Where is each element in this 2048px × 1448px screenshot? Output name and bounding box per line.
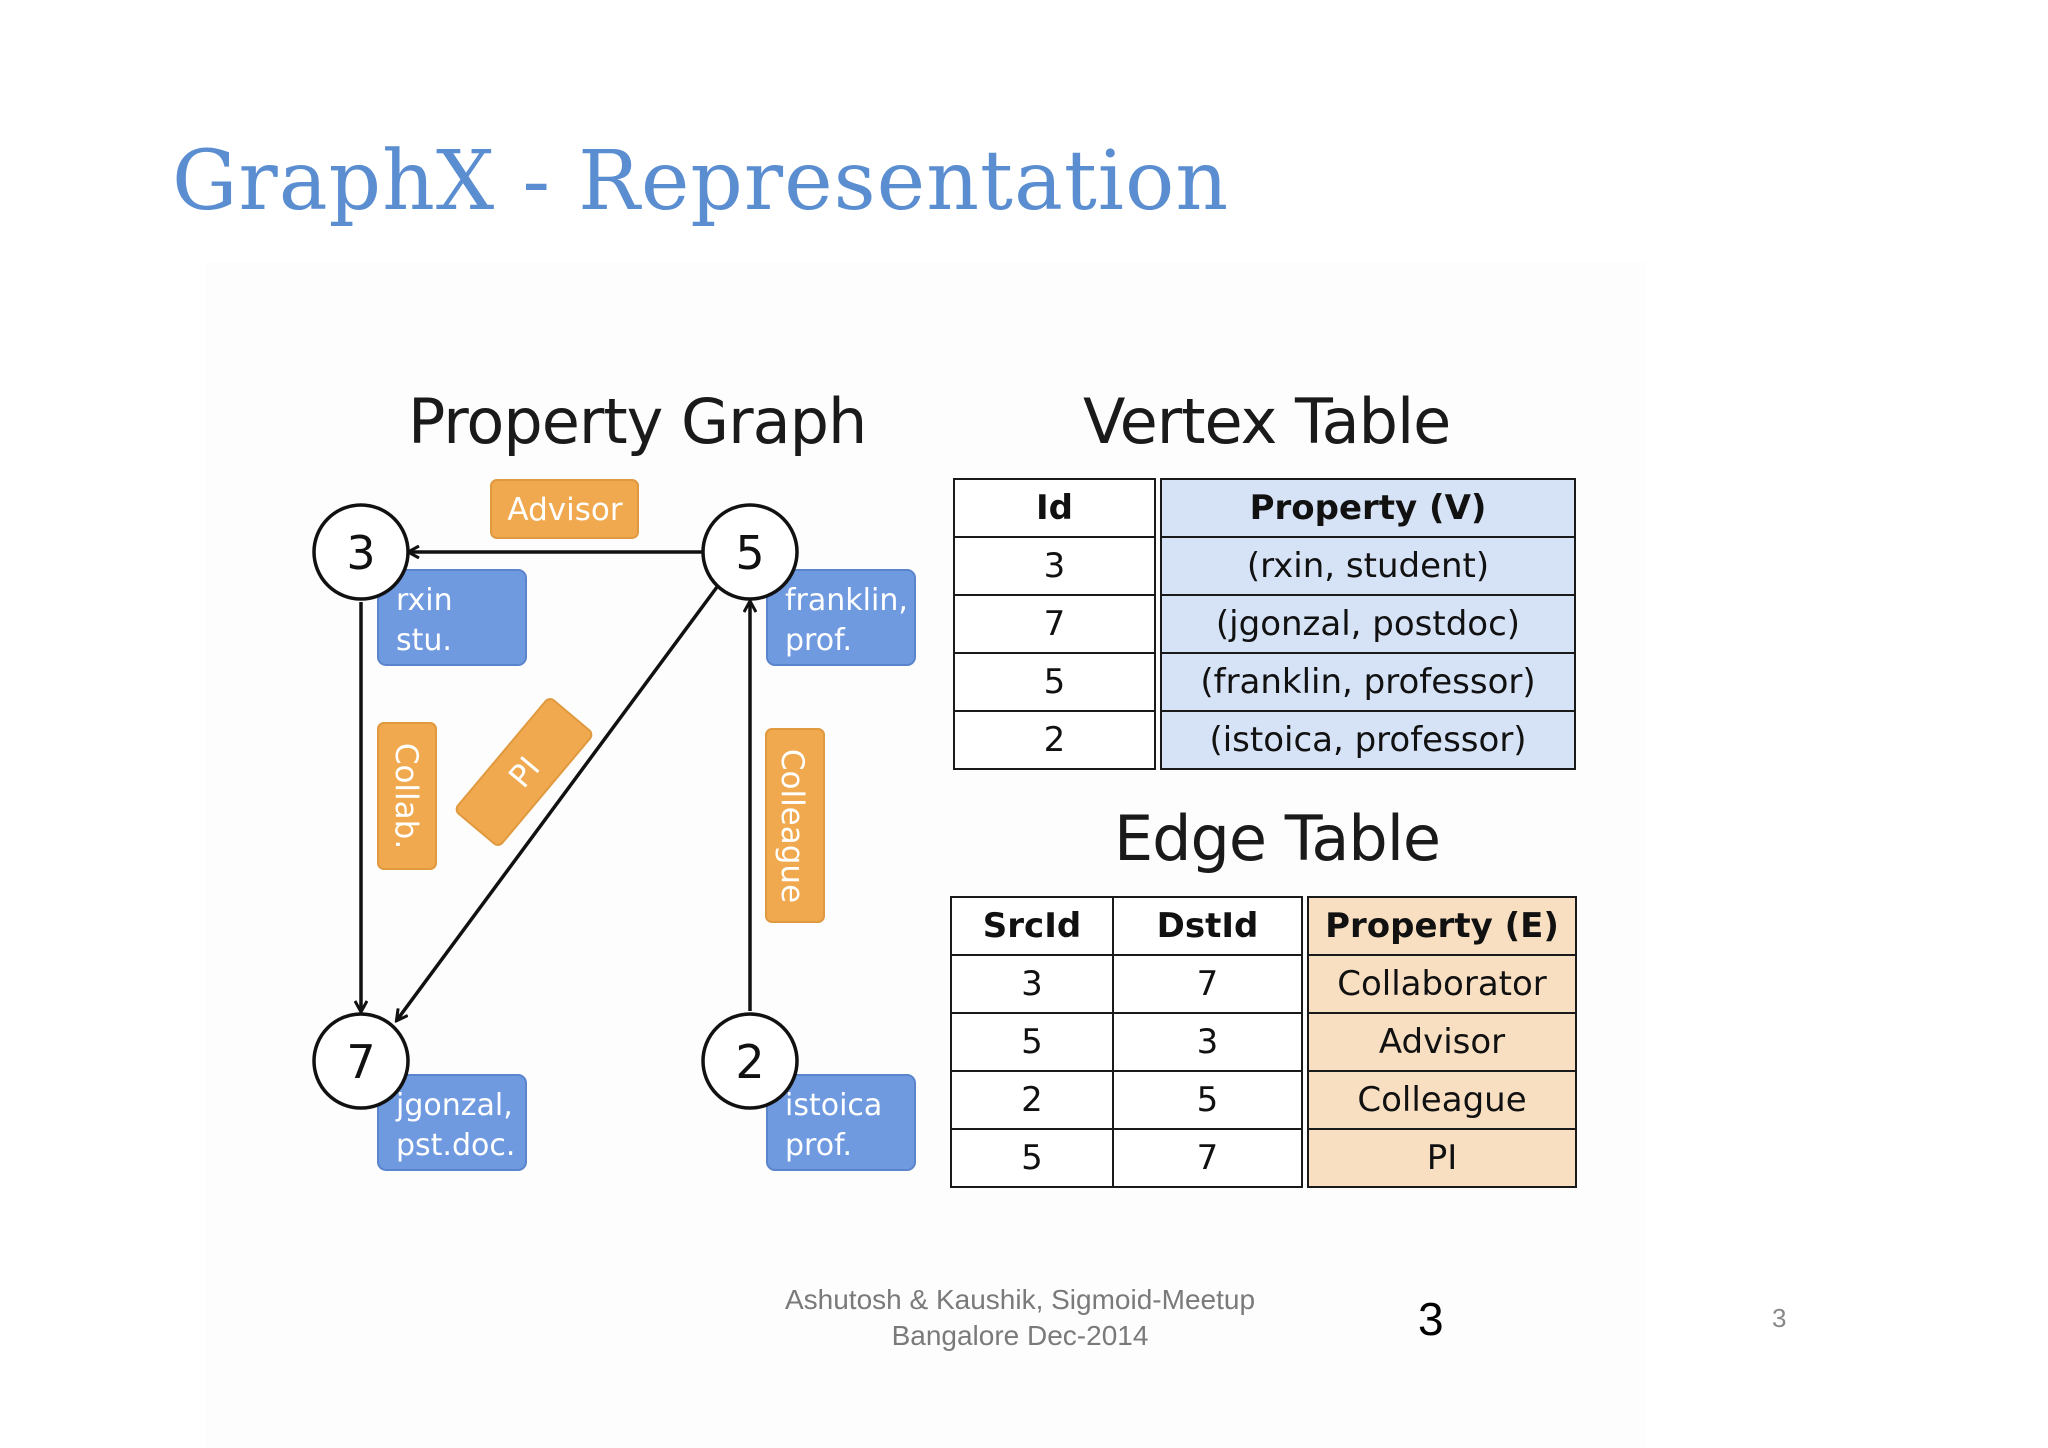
svg-text:franklin,: franklin, [785, 583, 908, 618]
vertex-property-7: jgonzal, pst.doc. [377, 1074, 527, 1171]
edge-label-collab: Collab. [377, 722, 437, 870]
edge-table: SrcId DstId Property (E) 3 7 Collaborato… [950, 896, 1577, 1188]
edge-src-cell: 5 [950, 1012, 1114, 1072]
edge-table-header-dstid: DstId [1112, 896, 1303, 956]
vertex-table-heading: Vertex Table [1083, 385, 1451, 458]
svg-text:rxin: rxin [396, 583, 453, 618]
footer-credit: Ashutosh & Kaushik, Sigmoid-Meetup Banga… [720, 1282, 1320, 1354]
table-row: 5 (franklin, professor) [953, 652, 1576, 712]
edge-src-cell: 2 [950, 1070, 1114, 1130]
vertex-5: 5 [701, 503, 799, 601]
table-row: 7 (jgonzal, postdoc) [953, 594, 1576, 654]
vertex-property-cell: (jgonzal, postdoc) [1160, 594, 1576, 654]
property-graph-heading: Property Graph [408, 385, 867, 458]
edge-table-heading: Edge Table [1114, 802, 1441, 875]
vertex-7: 7 [312, 1012, 410, 1110]
svg-text:5: 5 [735, 526, 764, 580]
vertex-table-header-id: Id [953, 478, 1156, 538]
edge-dst-cell: 7 [1112, 1128, 1303, 1188]
svg-text:istoica: istoica [785, 1088, 882, 1123]
edge-src-cell: 5 [950, 1128, 1114, 1188]
vertex-property-5: franklin, prof. [766, 569, 916, 666]
vertex-id-cell: 7 [953, 594, 1156, 654]
table-row: 3 (rxin, student) [953, 536, 1576, 596]
footer-credit-line2: Bangalore Dec-2014 [891, 1320, 1149, 1351]
vertex-3: 3 [312, 503, 410, 601]
svg-text:stu.: stu. [396, 623, 452, 658]
edge-dst-cell: 3 [1112, 1012, 1303, 1072]
diagram-panel [205, 262, 1645, 1448]
svg-text:pst.doc.: pst.doc. [396, 1128, 515, 1163]
svg-text:prof.: prof. [785, 623, 852, 658]
page-number-small: 3 [1772, 1303, 1787, 1333]
svg-text:Collab.: Collab. [388, 743, 424, 849]
table-row: 5 3 Advisor [950, 1012, 1577, 1072]
vertex-id-cell: 5 [953, 652, 1156, 712]
slide-title: GraphX - Representation [172, 134, 1230, 229]
edge-table-header-row: SrcId DstId Property (E) [950, 896, 1577, 956]
vertex-property-3: rxin stu. [377, 569, 527, 666]
vertex-property-cell: (franklin, professor) [1160, 652, 1576, 712]
table-row: 2 (istoica, professor) [953, 710, 1576, 770]
edge-label-colleague: Colleague [765, 728, 825, 923]
edge-src-cell: 3 [950, 954, 1114, 1014]
svg-text:Advisor: Advisor [507, 492, 622, 528]
svg-text:3: 3 [346, 526, 375, 580]
table-row: 3 7 Collaborator [950, 954, 1577, 1014]
vertex-property-2: istoica prof. [766, 1074, 916, 1171]
svg-text:prof.: prof. [785, 1128, 852, 1163]
edge-property-cell: Advisor [1307, 1012, 1577, 1072]
table-row: 2 5 Colleague [950, 1070, 1577, 1130]
edge-property-cell: Colleague [1307, 1070, 1577, 1130]
svg-text:jgonzal,: jgonzal, [395, 1088, 513, 1123]
table-row: 5 7 PI [950, 1128, 1577, 1188]
edge-dst-cell: 7 [1112, 954, 1303, 1014]
vertex-table-header-row: Id Property (V) [953, 478, 1576, 538]
vertex-id-cell: 2 [953, 710, 1156, 770]
page-number-large: 3 [1418, 1293, 1444, 1345]
edge-label-advisor: Advisor [490, 479, 639, 539]
edge-table-header-srcid: SrcId [950, 896, 1114, 956]
vertex-id-cell: 3 [953, 536, 1156, 596]
edge-label-pi: PI [455, 698, 593, 846]
svg-text:7: 7 [346, 1035, 375, 1089]
svg-text:Colleague: Colleague [774, 749, 810, 903]
vertex-property-cell: (rxin, student) [1160, 536, 1576, 596]
edge-property-cell: Collaborator [1307, 954, 1577, 1014]
footer-credit-line1: Ashutosh & Kaushik, Sigmoid-Meetup [784, 1284, 1256, 1315]
svg-text:2: 2 [735, 1035, 764, 1089]
edge-property-cell: PI [1307, 1128, 1577, 1188]
edge-5-7 [397, 585, 719, 1020]
edge-dst-cell: 5 [1112, 1070, 1303, 1130]
vertex-property-cell: (istoica, professor) [1160, 710, 1576, 770]
vertex-table: Id Property (V) 3 (rxin, student) 7 (jgo… [953, 478, 1576, 770]
edge-table-header-property: Property (E) [1307, 896, 1577, 956]
vertex-2: 2 [701, 1012, 799, 1110]
vertex-table-header-property: Property (V) [1160, 478, 1576, 538]
